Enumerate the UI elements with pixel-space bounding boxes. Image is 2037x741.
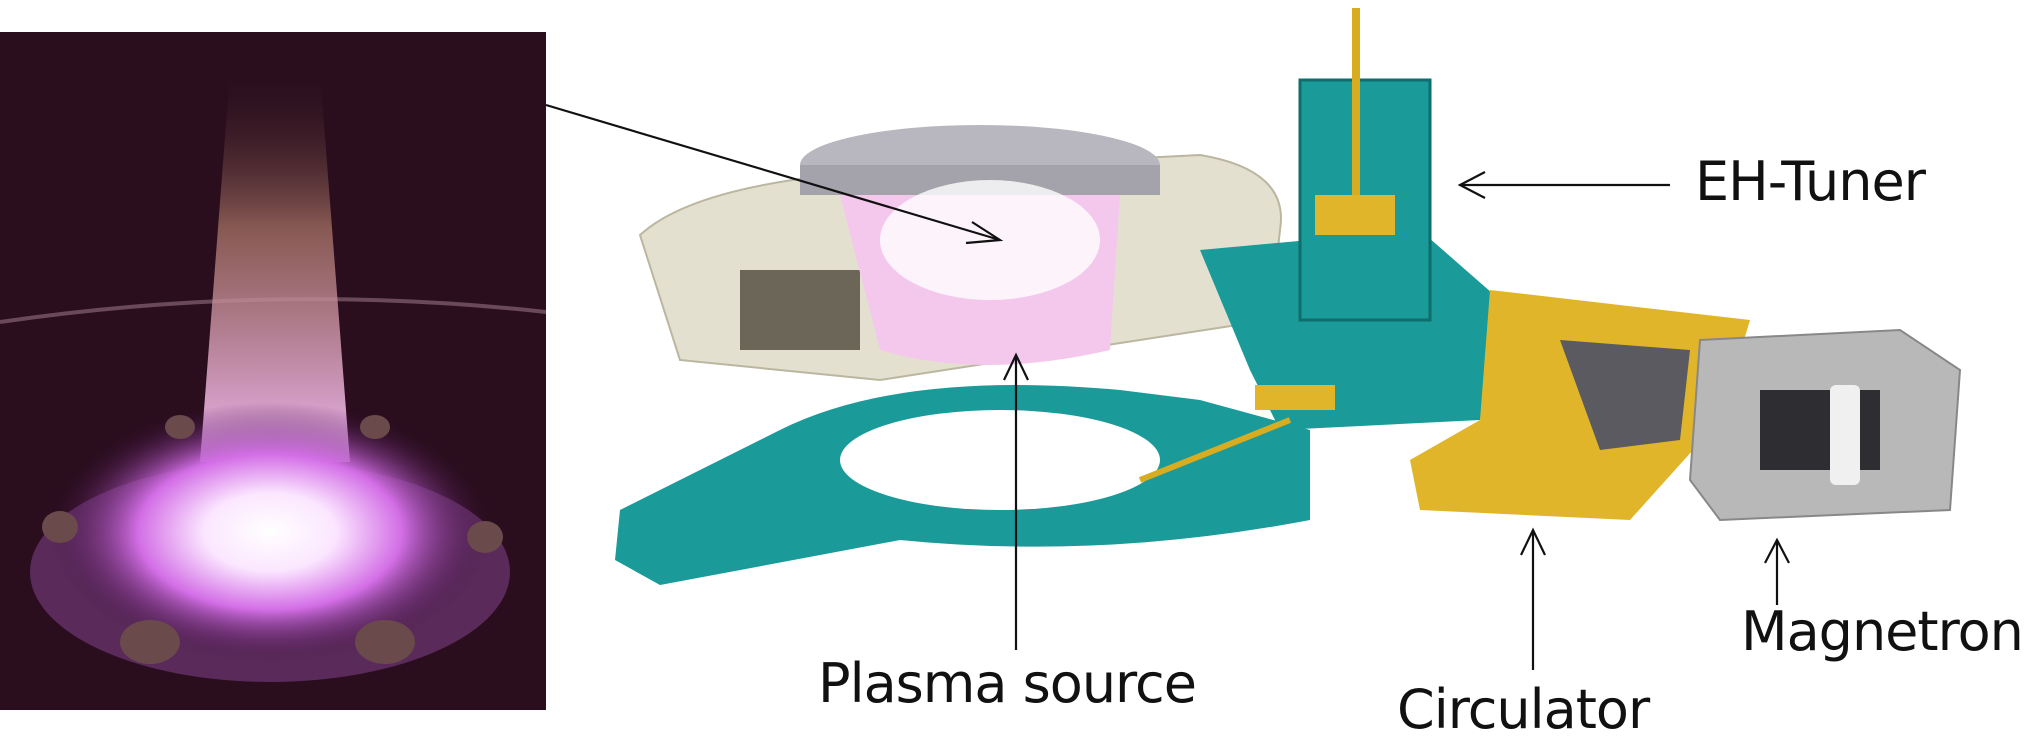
plasma-source-label: Plasma source bbox=[818, 652, 1197, 715]
photo-pointer-arrow bbox=[545, 103, 1001, 242]
annotation-arrows bbox=[545, 103, 1790, 670]
circulator-label: Circulator bbox=[1397, 678, 1650, 741]
circulator bbox=[1410, 290, 1750, 520]
eh-tuner-label: EH-Tuner bbox=[1695, 150, 1926, 213]
magnetron-label: Magnetron bbox=[1741, 600, 2024, 663]
plasma-photo bbox=[0, 32, 546, 710]
base-plate-opening bbox=[840, 410, 1160, 510]
